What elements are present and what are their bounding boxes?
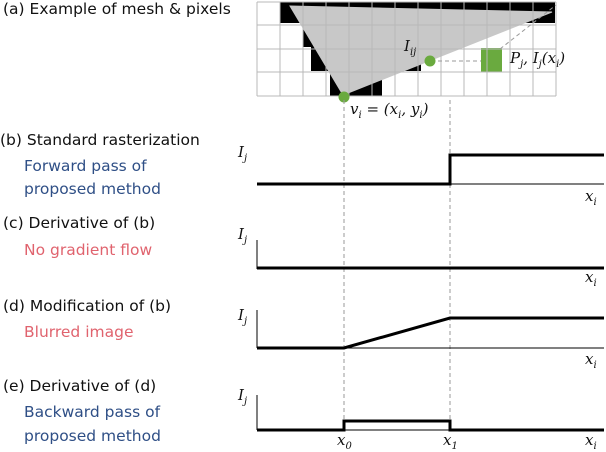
panel-c-note: No gradient flow <box>24 241 153 259</box>
panel-e-xlabel: xi <box>585 431 597 452</box>
panel-e-note-line2: proposed method <box>24 427 161 445</box>
panel-b-note-line1: Forward pass of <box>24 157 147 175</box>
pixel-grid <box>256 1 557 103</box>
panel-a-guides <box>431 4 557 62</box>
panel-c-xlabel: xi <box>585 268 597 289</box>
vertical-guides <box>343 100 451 430</box>
panel-e-box-curve <box>257 419 604 432</box>
panel-e-title: (e) Derivative of (d) <box>3 377 157 395</box>
panel-c-title: (c) Derivative of (b) <box>3 214 156 232</box>
panel-b-ylabel: Ij <box>238 143 248 164</box>
panel-b-plot <box>257 153 604 186</box>
x1-label: x1 <box>443 431 458 452</box>
panel-b-step-curve <box>257 153 604 186</box>
panel-e-note-line1: Backward pass of <box>24 403 161 421</box>
panel-b-note-line2: proposed method <box>24 180 161 198</box>
panel-c-ylabel: Ij <box>238 225 248 246</box>
x0-label: x0 <box>337 431 352 452</box>
vertex-dot <box>338 91 350 103</box>
intersection-dot <box>424 55 436 67</box>
panel-e-ylabel: Ij <box>238 386 248 407</box>
panel-a-title: (a) Example of mesh & pixels <box>3 0 231 18</box>
panel-d-plot <box>256 310 604 350</box>
panel-d-ylabel: Ij <box>238 306 248 327</box>
panel-d-note: Blurred image <box>24 323 134 341</box>
intersection-label: Iij <box>404 37 417 58</box>
panel-d-title: (d) Modification of (b) <box>3 297 172 315</box>
vertex-label: vi = (xi, yi) <box>350 100 429 121</box>
panel-e-plot <box>256 395 604 432</box>
pixel-label: Pj, Ij(xi) <box>510 49 566 70</box>
panel-b-xlabel: xi <box>585 187 597 208</box>
panel-b-title: (b) Standard rasterization <box>0 131 200 149</box>
panel-d-blurred-curve <box>257 316 604 350</box>
highlight-pixel <box>481 48 502 72</box>
panel-d-xlabel: xi <box>585 350 597 371</box>
panel-c-plot <box>256 240 604 270</box>
grid-lines <box>256 1 557 97</box>
